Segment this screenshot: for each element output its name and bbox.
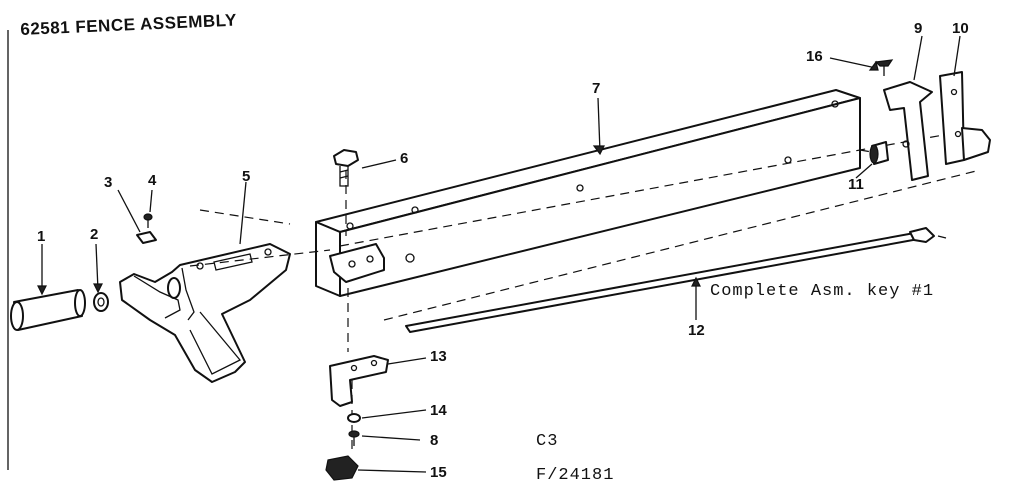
part-6-bolt (333, 149, 359, 187)
callout-15: 15 (430, 464, 447, 481)
callout-13: 13 (430, 348, 447, 365)
callout-12: 12 (688, 322, 705, 339)
part-14-washer (347, 413, 361, 423)
part-2-washer (93, 292, 109, 312)
assembly-line (383, 169, 981, 321)
part-13-bracket (329, 355, 389, 407)
callout-10: 10 (952, 20, 969, 37)
part-12-rod (405, 227, 947, 333)
callout-7: 7 (592, 80, 601, 97)
callout-4: 4 (148, 172, 157, 189)
callout-2: 2 (90, 226, 99, 243)
part-4-screw (143, 213, 153, 228)
callout-16: 16 (806, 48, 823, 65)
assembly-line (199, 209, 291, 225)
figure-code: F/24181 (536, 466, 615, 485)
part-7-fence-rail (315, 89, 861, 297)
part-8-screw (348, 430, 360, 446)
part-16-screw (874, 59, 894, 76)
assembly-line (189, 249, 331, 267)
callout-9: 9 (914, 20, 923, 37)
callout-14: 14 (430, 402, 447, 419)
callout-3: 3 (104, 174, 113, 191)
part-11-bushing (869, 141, 889, 165)
part-5-front-bracket (119, 243, 291, 383)
leader-lines (41, 35, 961, 473)
callout-1: 1 (37, 228, 46, 245)
callout-6: 6 (400, 150, 409, 167)
leader-arrowheads (37, 60, 879, 296)
assembly-note: Complete Asm. key #1 (710, 282, 935, 301)
callout-8: 8 (430, 432, 439, 449)
part-10-rear-plate (939, 71, 991, 165)
callout-11: 11 (848, 176, 864, 193)
assembly-line (859, 149, 873, 153)
part-9-rear-clamp (883, 81, 933, 181)
part-1-handle (10, 289, 86, 331)
part-3-clip (136, 231, 157, 244)
page-code: C3 (536, 432, 559, 451)
part-15-knob (325, 455, 359, 481)
callout-5: 5 (242, 168, 251, 185)
